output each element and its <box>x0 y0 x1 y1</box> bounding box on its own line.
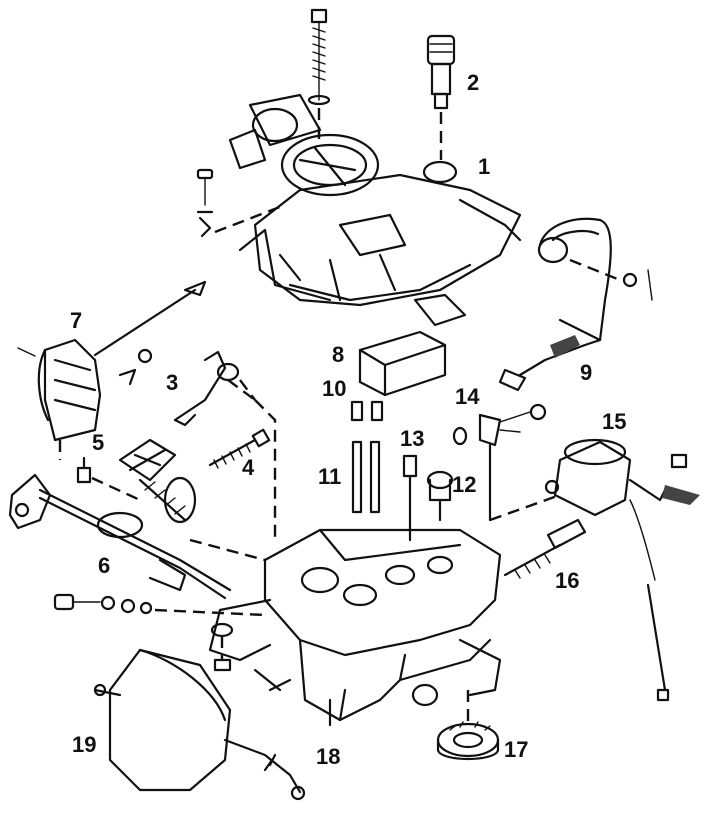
callout-8: 8 <box>332 342 344 367</box>
callout-16: 16 <box>555 568 579 593</box>
part-3-lever <box>173 350 256 427</box>
callout-7: 7 <box>70 308 82 333</box>
small-screw-left <box>196 168 286 238</box>
small-washer-pin <box>210 622 234 672</box>
part-10-jets <box>350 400 384 422</box>
part-5-link <box>76 456 141 502</box>
bolt-washers <box>53 593 266 617</box>
callout-12: 12 <box>452 472 476 497</box>
part-7-choke-housing <box>17 280 207 460</box>
callout-2: 2 <box>467 70 479 95</box>
callout-11: 11 <box>318 464 341 489</box>
main-body <box>208 379 502 722</box>
callout-19: 19 <box>72 732 96 757</box>
callout-3: 3 <box>166 370 178 395</box>
callout-6: 6 <box>98 553 110 578</box>
callout-14: 14 <box>455 384 480 409</box>
part-8-float <box>358 330 447 397</box>
callout-4: 4 <box>242 455 255 480</box>
part-2-valve <box>426 34 456 160</box>
part-14-link <box>452 403 547 522</box>
callout-1: 1 <box>478 154 490 179</box>
part-9-fuel-line <box>498 217 653 392</box>
callout-17: 17 <box>504 737 528 762</box>
choke-vane <box>118 438 197 524</box>
callout-13: 13 <box>400 426 424 451</box>
part-15-pulloff <box>489 438 700 702</box>
air-horn-assembly <box>228 93 522 307</box>
part-13-needle <box>402 454 418 542</box>
part-6-throttle-shaft <box>8 473 266 600</box>
callout-9: 9 <box>580 360 592 385</box>
part-19-cover <box>93 648 306 801</box>
part-17-pump <box>436 690 500 760</box>
part-12-seat <box>426 470 454 522</box>
callout-10: 10 <box>322 376 346 401</box>
callout-18: 18 <box>316 744 340 769</box>
part-16-filter <box>503 518 587 579</box>
callout-5: 5 <box>92 430 104 455</box>
long-screw <box>307 8 331 140</box>
gasket <box>413 293 467 327</box>
part-11-rods <box>351 440 381 514</box>
callout-15: 15 <box>602 409 626 434</box>
part-4-screw <box>208 428 271 469</box>
